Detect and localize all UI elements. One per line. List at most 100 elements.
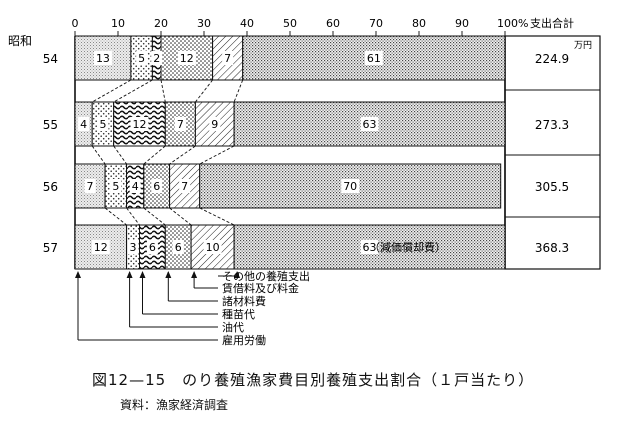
- figure-caption: 図12—15 のり養殖漁家費目別養殖支出割合（１戸当たり）: [92, 371, 535, 389]
- value-label-bg: [93, 51, 112, 65]
- total-value: 273.3: [535, 118, 569, 132]
- value-label-bg: [151, 179, 163, 193]
- connector-line: [195, 79, 213, 103]
- bar-segment: [143, 163, 171, 209]
- x-tick-label: 30: [197, 17, 211, 30]
- totals-box: [504, 35, 601, 270]
- value-label-bg: [78, 117, 90, 131]
- up-arrow-icon: [165, 271, 172, 278]
- year-label: 54: [43, 52, 58, 66]
- up-arrow-icon: [75, 271, 81, 278]
- value-label: 5: [99, 118, 106, 131]
- value-label-bg: [209, 117, 221, 131]
- value-label-bg: [127, 240, 139, 254]
- x-tick-label: 40: [240, 17, 254, 30]
- value-label: 12: [94, 241, 108, 254]
- value-label-bg: [203, 240, 222, 254]
- connector-line: [199, 145, 235, 165]
- legend-label: 種苗代: [222, 307, 255, 321]
- up-arrow-icon: [126, 271, 133, 278]
- x-tick-label: 100%: [497, 17, 528, 30]
- connector-line: [113, 79, 153, 103]
- x-tick-label: 90: [455, 17, 469, 30]
- total-value: 224.9: [535, 52, 569, 66]
- value-label: 7: [87, 180, 94, 193]
- totals-unit: 万円: [574, 40, 592, 51]
- connector-line: [143, 145, 166, 165]
- value-label: 5: [112, 180, 119, 193]
- value-label-bg: [179, 179, 191, 193]
- value-label: 12: [180, 52, 194, 65]
- legend-label: 諸材料費: [222, 294, 266, 308]
- value-label-bg: [129, 179, 141, 193]
- value-label: 2: [153, 52, 160, 65]
- x-tick-label: 10: [111, 17, 125, 30]
- legend-label: その他の養殖支出: [222, 269, 310, 283]
- legend-label: 雇用労働: [222, 333, 266, 347]
- value-label: 63: [363, 241, 377, 254]
- value-label-bg: [341, 179, 360, 193]
- year-label: 56: [43, 180, 58, 194]
- connector-line: [233, 79, 244, 103]
- x-tick-label: 80: [412, 17, 426, 30]
- depreciation-label: （減価償却費）: [369, 240, 446, 254]
- value-label: 7: [224, 52, 231, 65]
- value-label-bg: [177, 51, 196, 65]
- value-label-bg: [136, 51, 148, 65]
- connector-line: [91, 79, 132, 103]
- total-value: 305.5: [535, 180, 569, 194]
- value-label: 10: [206, 241, 220, 254]
- up-arrow-icon: [139, 271, 146, 278]
- connector-line: [104, 207, 127, 226]
- connector-line: [113, 145, 127, 165]
- value-label-bg: [360, 240, 379, 254]
- value-label-bg: [172, 240, 184, 254]
- year-label: 57: [43, 241, 58, 255]
- value-label: 63: [363, 118, 377, 131]
- connector-line: [91, 145, 106, 165]
- value-label: 3: [130, 241, 137, 254]
- value-label: 61: [367, 52, 381, 65]
- connector-line: [160, 79, 166, 103]
- legend-label: 賃借料及び料金: [222, 281, 299, 295]
- value-label: 4: [132, 180, 139, 193]
- value-label: 4: [80, 118, 87, 131]
- value-label-bg: [91, 240, 110, 254]
- x-tick-label: 50: [283, 17, 297, 30]
- connector-line: [169, 207, 192, 226]
- connector-line: [199, 207, 235, 226]
- value-label: 70: [343, 180, 357, 193]
- x-tick-label: 20: [154, 17, 168, 30]
- x-tick-label: 60: [326, 17, 340, 30]
- value-label-bg: [130, 117, 149, 131]
- value-label-bg: [84, 179, 96, 193]
- totals-header: 支出合計: [530, 16, 574, 30]
- x-tick-label: 0: [72, 17, 79, 30]
- value-label-bg: [146, 240, 158, 254]
- legend-label: 油代: [222, 320, 244, 334]
- value-label: 9: [211, 118, 218, 131]
- value-label-bg: [364, 51, 383, 65]
- era-label: 昭和: [8, 34, 32, 48]
- value-label-bg: [174, 117, 186, 131]
- value-label: 7: [181, 180, 188, 193]
- value-label: 7: [177, 118, 184, 131]
- value-label-bg: [360, 117, 379, 131]
- connector-line: [143, 207, 166, 226]
- connector-line: [126, 207, 140, 226]
- value-label: 12: [133, 118, 147, 131]
- up-arrow-icon: [191, 271, 198, 278]
- year-label: 55: [43, 118, 58, 132]
- value-label-bg: [97, 117, 109, 131]
- value-label-bg: [151, 51, 163, 65]
- value-label: 6: [175, 241, 182, 254]
- value-label-bg: [222, 51, 234, 65]
- connector-line: [169, 145, 196, 165]
- value-label: 6: [149, 241, 156, 254]
- value-label: 5: [138, 52, 145, 65]
- value-label: 13: [96, 52, 110, 65]
- value-label-bg: [110, 179, 122, 193]
- value-label: 6: [153, 180, 160, 193]
- total-value: 368.3: [535, 241, 569, 255]
